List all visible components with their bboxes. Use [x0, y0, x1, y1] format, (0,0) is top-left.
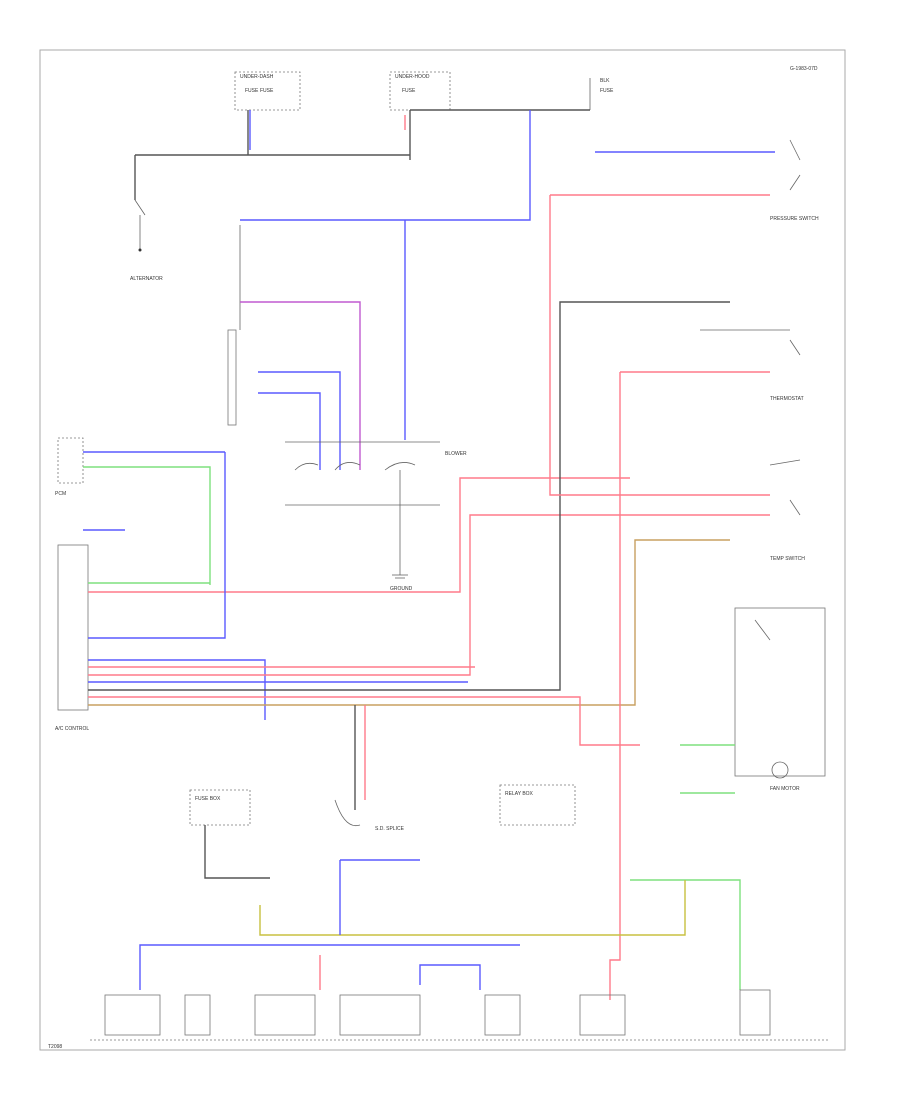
wire-blue-stack-1	[258, 371, 341, 470]
diagram-frame	[39, 49, 846, 1051]
left-module-top: PCM	[55, 437, 84, 497]
footer-code: T2098	[48, 1044, 62, 1050]
svg-text:BLOWER: BLOWER	[445, 451, 467, 457]
splice-connector: S.D. SPLICE	[334, 799, 405, 832]
switch-top-left: ALTERNATOR	[130, 199, 163, 282]
wire-red-right-vert	[549, 195, 770, 496]
wire-black-bottom-1	[204, 825, 270, 879]
fuse-box-top-left: UNDER-DASH FUSE FUSE	[234, 71, 301, 111]
wire-tan-module	[88, 539, 730, 706]
wire-purple-1	[240, 301, 361, 470]
svg-text:FUSE: FUSE	[245, 88, 259, 94]
svg-text:FUSE: FUSE	[600, 88, 614, 94]
wire-yellow-bottom	[259, 880, 686, 936]
svg-text:FUSE BOX: FUSE BOX	[195, 796, 221, 802]
wire-blue-module-3	[88, 659, 266, 720]
wire-black-module-1	[88, 301, 730, 691]
fan-motor-box: FAN MOTOR	[734, 607, 826, 792]
bottom-switch-1	[104, 994, 161, 1036]
left-module-main: A/C CONTROL	[55, 544, 89, 732]
bottom-switch-6	[579, 994, 626, 1036]
svg-text:GROUND: GROUND	[390, 586, 413, 592]
bottom-switch-5	[484, 994, 521, 1036]
svg-text:RELAY BOX: RELAY BOX	[505, 791, 534, 797]
wire-red-module-1	[88, 477, 630, 593]
page-id-label: G-1983-07D	[790, 66, 818, 72]
wire-blue-stack-2	[258, 392, 321, 470]
svg-text:TEMP SWITCH: TEMP SWITCH	[770, 556, 805, 562]
bottom-switch-7	[739, 989, 771, 1036]
wire-blue-bottom-main	[139, 944, 520, 990]
bottom-switch-3	[254, 994, 316, 1036]
bottom-switch-4	[339, 994, 421, 1036]
wire-green-bottom-right	[630, 879, 741, 990]
wire-red-module-3	[88, 514, 770, 676]
svg-text:S.D. SPLICE: S.D. SPLICE	[375, 826, 405, 832]
svg-text:BLK: BLK	[600, 78, 610, 84]
wire-green-left	[83, 466, 211, 585]
wire-blue-module-2	[88, 452, 226, 639]
connector-left-stack	[227, 225, 241, 426]
svg-text:A/C CONTROL: A/C CONTROL	[55, 726, 89, 732]
ground-center: GROUND	[390, 560, 413, 592]
switch-right-lower: TEMP SWITCH	[769, 459, 805, 562]
svg-text:UNDER-DASH: UNDER-DASH	[240, 74, 274, 80]
svg-text:UNDER-HOOD: UNDER-HOOD	[395, 74, 430, 80]
wire-blue-bottom-4	[419, 964, 481, 990]
svg-text:FUSE: FUSE	[402, 88, 416, 94]
relay-box-bottom-center: RELAY BOX	[499, 784, 576, 826]
svg-text:PCM: PCM	[55, 491, 66, 497]
blower-switch: BLOWER	[285, 441, 467, 560]
switch-right-top: PRESSURE SWITCH	[770, 139, 819, 222]
svg-text:FUSE: FUSE	[260, 88, 274, 94]
svg-text:ALTERNATOR: ALTERNATOR	[130, 276, 163, 282]
fuse-box-bottom-left: FUSE BOX	[189, 789, 251, 826]
wire-red-right-3	[609, 372, 621, 1000]
switch-right-mid: THERMOSTAT	[700, 329, 804, 402]
relay-box-top-center: UNDER-HOOD FUSE	[389, 71, 451, 111]
wire-red-module-5	[88, 696, 640, 746]
wire-blue-horizontal-1	[240, 110, 531, 221]
fuse-top-right: BLK FUSE	[589, 78, 614, 110]
svg-text:PRESSURE SWITCH: PRESSURE SWITCH	[770, 216, 819, 222]
svg-text:THERMOSTAT: THERMOSTAT	[770, 396, 804, 402]
svg-text:FAN MOTOR: FAN MOTOR	[770, 786, 800, 792]
bottom-switch-2	[184, 994, 211, 1036]
